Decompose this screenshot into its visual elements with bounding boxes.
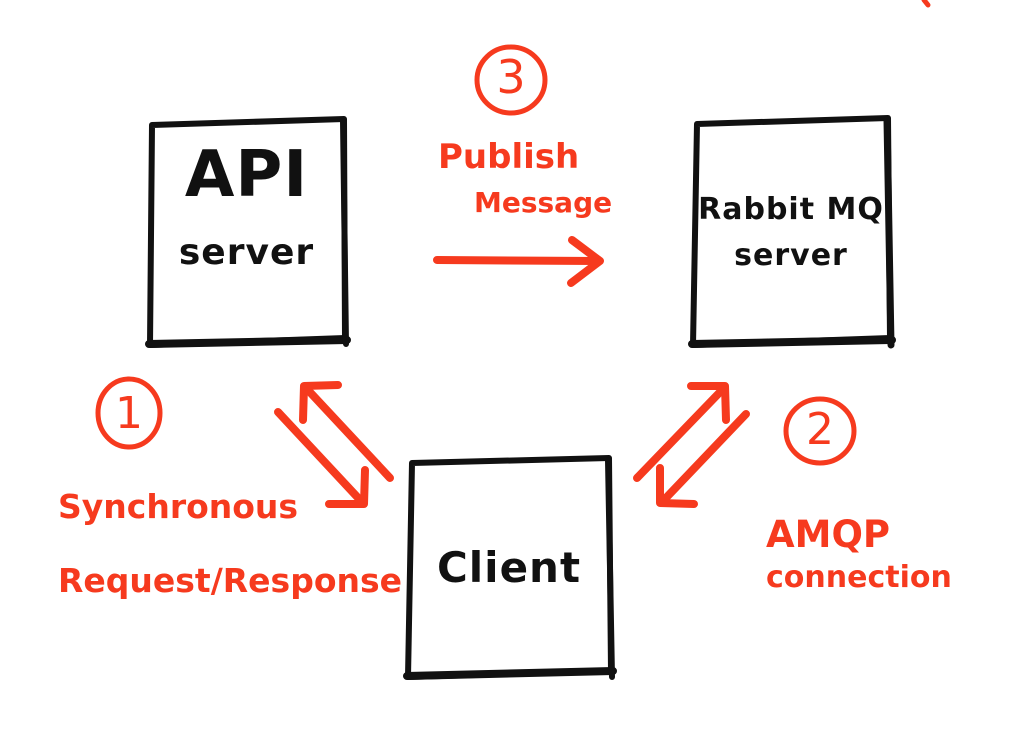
api-server-box-bottom-stroke bbox=[145, 336, 351, 348]
badge-3-circle bbox=[474, 44, 548, 116]
badge-1-circle bbox=[95, 376, 163, 450]
client-box[interactable] bbox=[403, 455, 617, 680]
conn2-down-arrow-head bbox=[656, 464, 698, 508]
connection-1-arrows[interactable] bbox=[274, 381, 394, 508]
api-server-box[interactable] bbox=[145, 116, 351, 348]
rabbitmq-server-box-outline bbox=[690, 115, 893, 348]
publish-arrow-head bbox=[567, 236, 604, 287]
conn1-up-arrow-shaft bbox=[303, 385, 394, 482]
client-box-right-stroke bbox=[605, 457, 615, 680]
conn1-down-arrow-head bbox=[325, 466, 369, 508]
rabbitmq-server-box[interactable] bbox=[688, 115, 896, 349]
api-server-box-right-stroke bbox=[340, 118, 349, 347]
connection-3-arrow[interactable] bbox=[433, 236, 604, 287]
conn1-up-arrow-head bbox=[299, 381, 342, 424]
conn1-down-arrow-shaft bbox=[274, 408, 365, 505]
client-box-outline bbox=[405, 455, 614, 680]
connection-2-arrows[interactable] bbox=[633, 382, 750, 508]
badge-2-circle bbox=[783, 396, 857, 466]
stray-ink-mark bbox=[921, 0, 931, 8]
rabbitmq-server-box-bottom-stroke bbox=[688, 336, 896, 348]
rabbitmq-server-box-right-stroke bbox=[883, 116, 895, 349]
conn2-up-arrow-head bbox=[687, 382, 730, 424]
publish-arrow-shaft bbox=[433, 256, 602, 265]
conn2-down-arrow-shaft bbox=[659, 410, 750, 505]
client-box-bottom-stroke bbox=[403, 667, 617, 680]
conn2-up-arrow-shaft bbox=[633, 386, 726, 482]
api-server-box-outline bbox=[147, 116, 348, 348]
